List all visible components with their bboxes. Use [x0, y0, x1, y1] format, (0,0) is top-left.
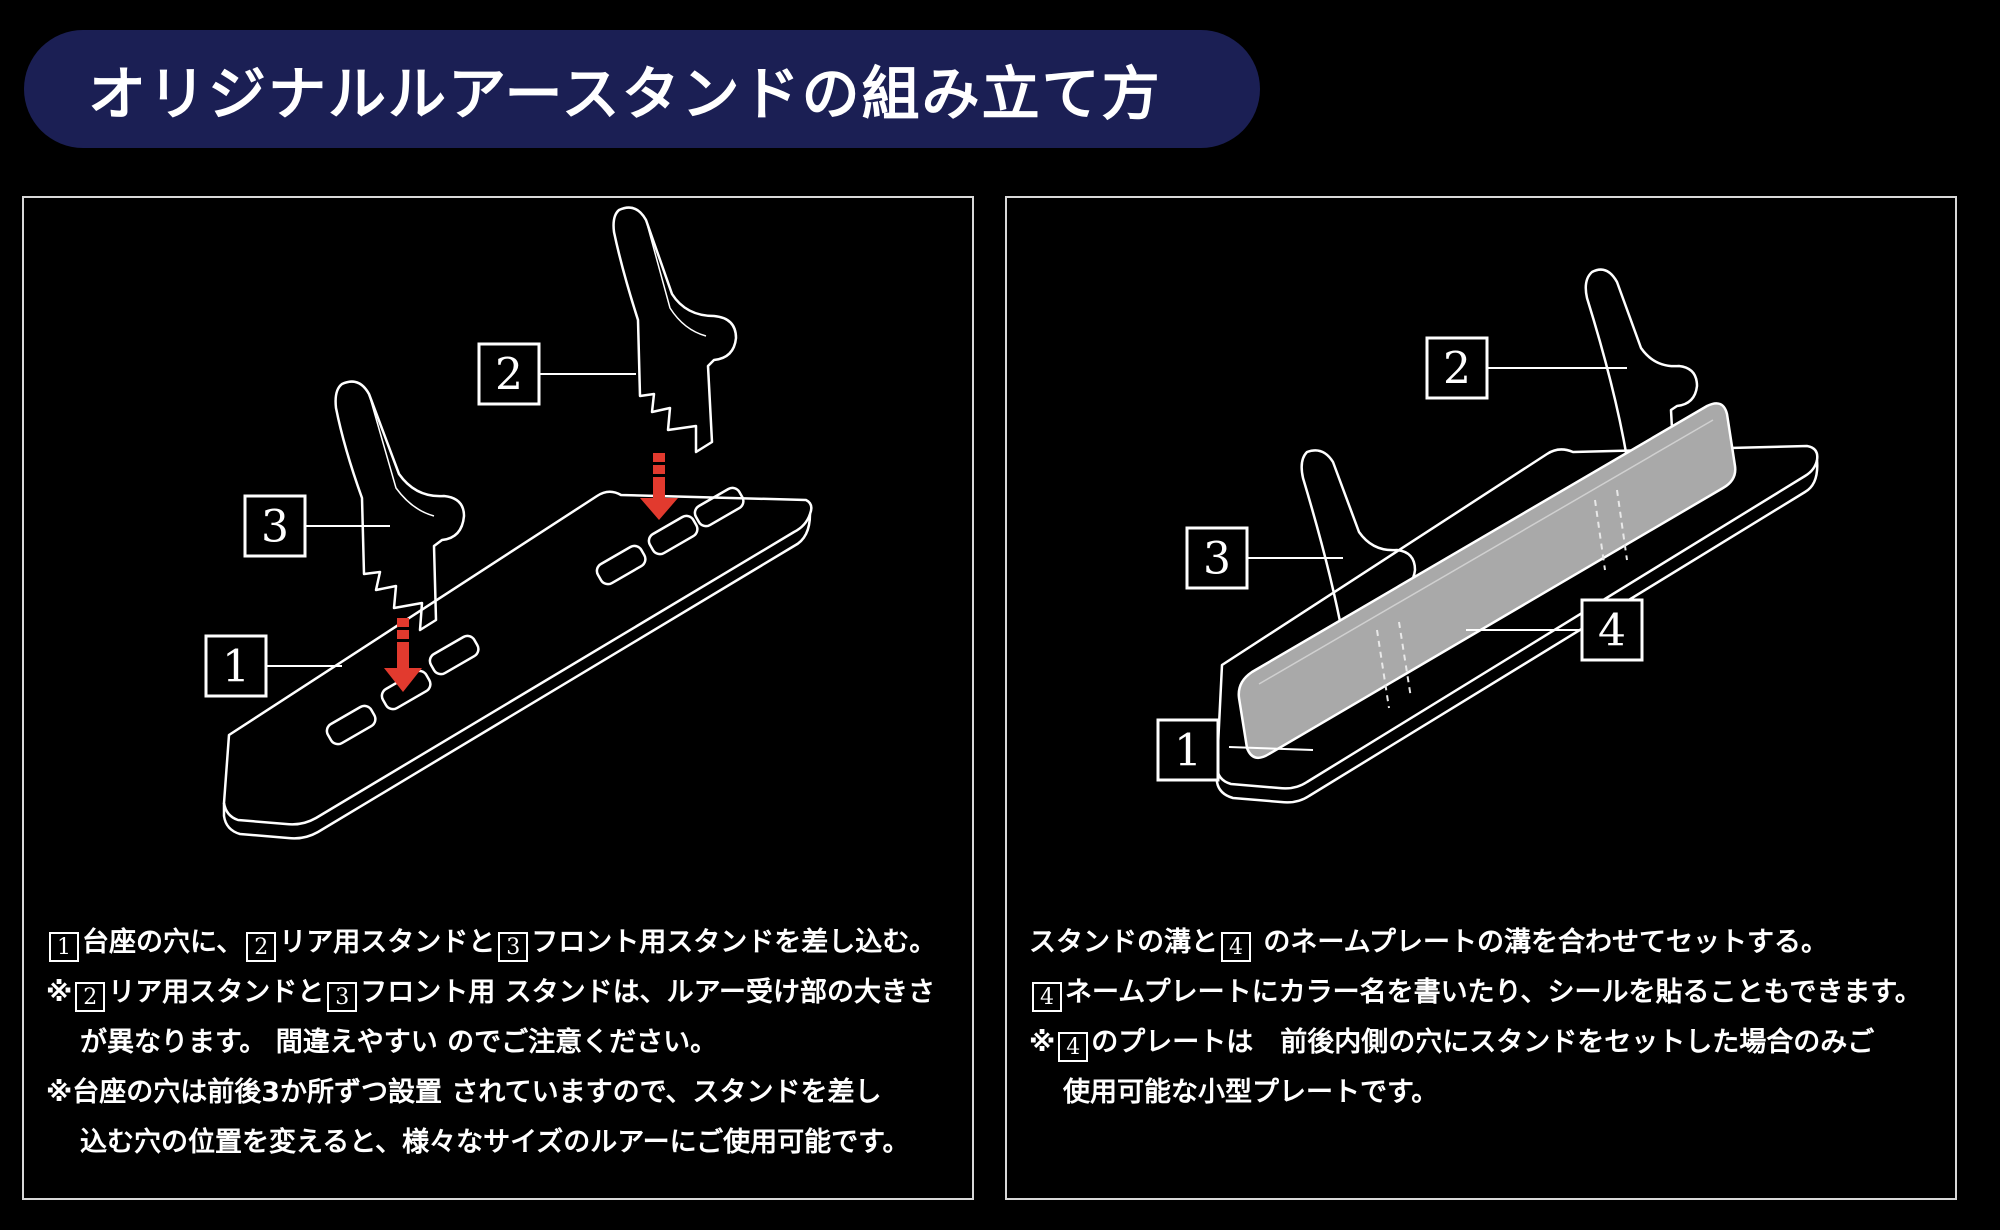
- number-box: 4: [1221, 932, 1251, 962]
- number-box: 4: [1058, 1032, 1089, 1062]
- front-stand: [334, 380, 466, 632]
- base-plate: [1215, 444, 1819, 804]
- label-2: 2: [477, 342, 541, 406]
- diagram-base-and-stands: 2 3 1: [204, 206, 813, 840]
- label-2: 2: [1425, 336, 1489, 400]
- insert-arrow-front: [384, 618, 422, 692]
- rear-stand: [612, 206, 738, 454]
- diagram-with-name-plate: 2 3 4 1: [1156, 268, 1819, 804]
- svg-text:2: 2: [495, 350, 523, 401]
- svg-text:1: 1: [1174, 726, 1202, 777]
- page-title: オリジナルルアースタンドの組み立て方: [88, 60, 1162, 128]
- insert-arrow-rear: [640, 453, 678, 520]
- instruction-line: 使用可能な小型プレートです。: [1063, 1077, 1439, 1108]
- number-box: 1: [49, 932, 79, 962]
- svg-text:2: 2: [1443, 344, 1471, 395]
- number-box: 3: [498, 932, 529, 962]
- svg-text:3: 3: [261, 502, 289, 553]
- label-1: 1: [1156, 718, 1220, 782]
- number-box: 2: [75, 982, 106, 1012]
- rear-stand: [1584, 268, 1699, 460]
- instruction-line: 込む穴の位置を変えると、様々なサイズのルアーにご使用可能です。: [80, 1127, 910, 1158]
- number-box: 2: [246, 932, 277, 962]
- label-3: 3: [1185, 526, 1249, 590]
- instruction-line: が異なります。 間違えやすい のでご注意ください。: [80, 1027, 718, 1058]
- number-box: 4: [1032, 982, 1062, 1012]
- svg-text:1: 1: [222, 642, 250, 693]
- svg-text:3: 3: [1203, 534, 1231, 585]
- title-banner: オリジナルルアースタンドの組み立て方: [24, 30, 1260, 148]
- number-box: 3: [327, 982, 358, 1012]
- base-plate: [222, 486, 813, 840]
- label-1: 1: [204, 634, 268, 698]
- label-4: 4: [1580, 598, 1644, 662]
- svg-text:4: 4: [1598, 606, 1626, 657]
- name-plate: [1237, 402, 1737, 760]
- label-3: 3: [243, 494, 307, 558]
- instruction-line: ※台座の穴は前後3か所ずつ設置 されていますので、スタンドを差し: [46, 1077, 882, 1108]
